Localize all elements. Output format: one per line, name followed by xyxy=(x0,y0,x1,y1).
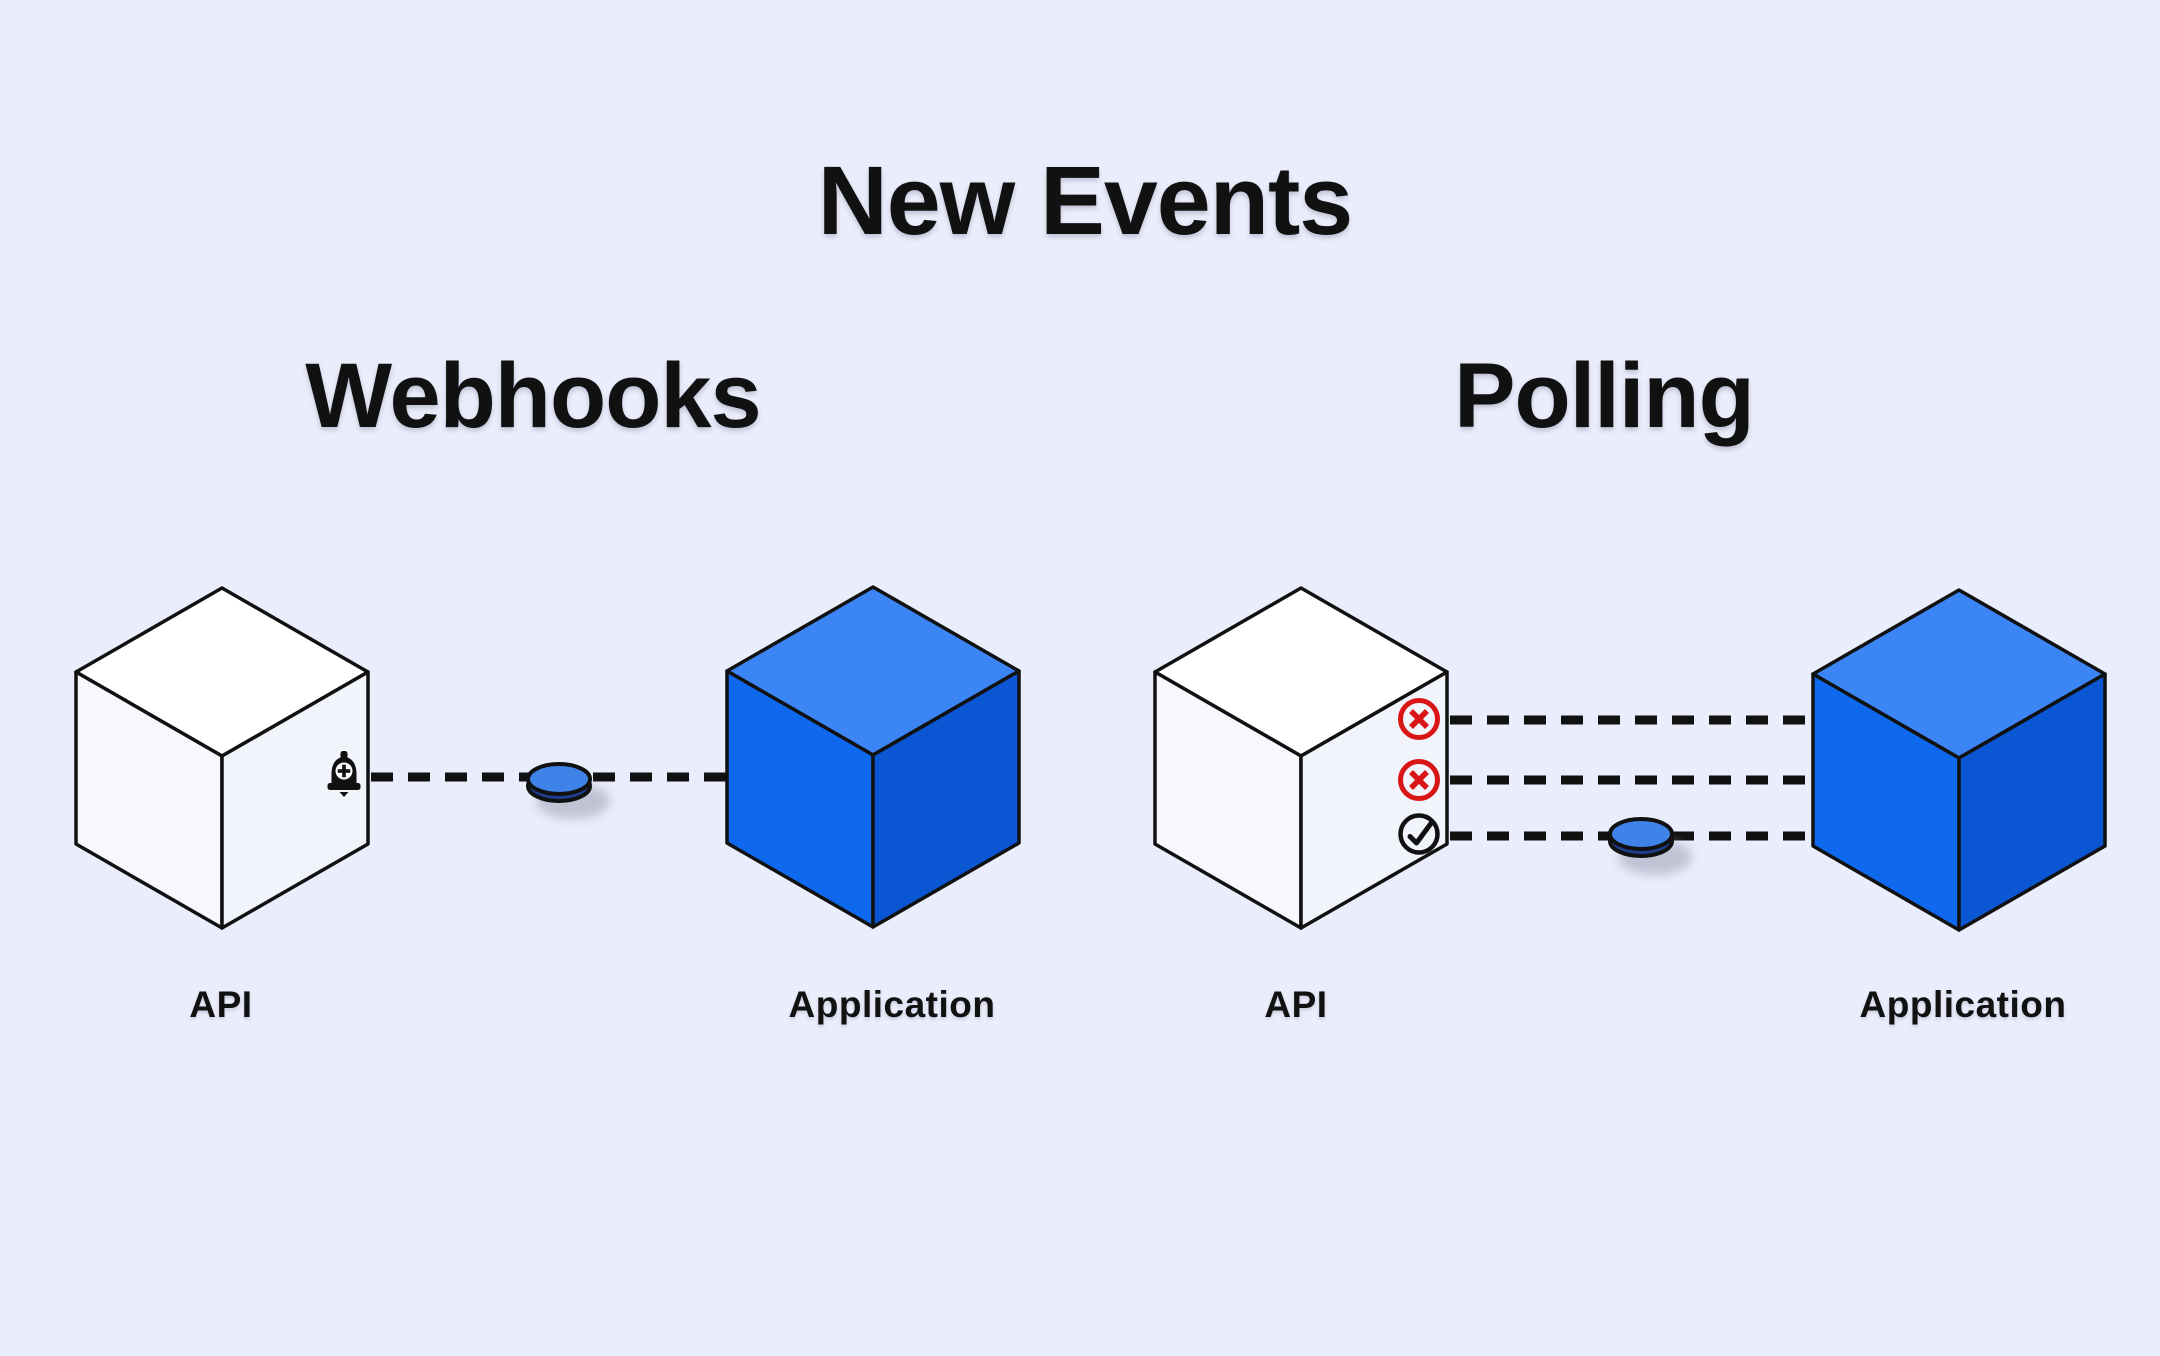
webhooks-heading: Webhooks xyxy=(305,345,761,447)
polling-application-label: Application xyxy=(1859,984,2067,1025)
api-cube xyxy=(74,586,370,930)
event-packet xyxy=(526,762,610,819)
bell-plus-icon xyxy=(327,751,361,797)
check-circle-icon xyxy=(1398,813,1440,855)
webhooks-application-label: Application xyxy=(788,984,996,1025)
application-cube xyxy=(725,585,1021,929)
polling-api-label: API xyxy=(1264,984,1328,1025)
cross-circle-icon xyxy=(1398,759,1440,801)
webhooks-api-label: API xyxy=(189,984,253,1025)
event-packet xyxy=(1608,817,1692,875)
polling-dashed-connectors xyxy=(1450,715,1814,841)
api-cube xyxy=(1153,586,1449,930)
page-title: New Events xyxy=(817,146,1353,255)
polling-heading: Polling xyxy=(1454,345,1755,447)
application-cube xyxy=(1811,588,2107,932)
cross-circle-icon xyxy=(1398,698,1440,740)
